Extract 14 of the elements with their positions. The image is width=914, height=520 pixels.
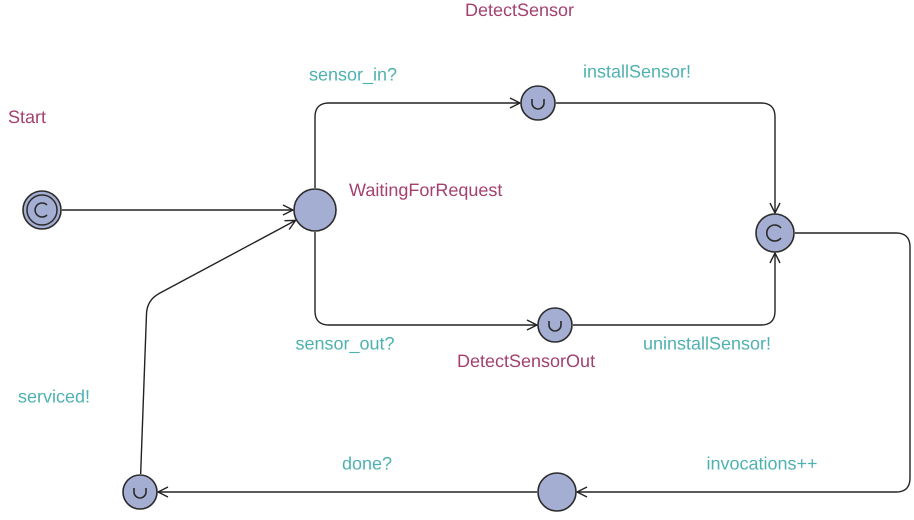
transition-arrow [157,486,537,498]
location-name: DetectSensor [465,0,574,21]
edge-label: sensor_in? [306,64,400,86]
transition-arrow [140,220,296,474]
transition-arrow [556,102,781,214]
transition-arrow [314,97,521,188]
location-name: DetectSensorOut [457,351,596,372]
location-name: Start [8,107,46,128]
transition-arrow [314,232,538,331]
transition-arrow [62,204,294,216]
edge-label: sensor_out? [293,334,397,354]
transition-arrow [576,232,911,498]
location-name: WaitingForRequest [349,180,502,201]
transition-arrow [573,252,781,326]
